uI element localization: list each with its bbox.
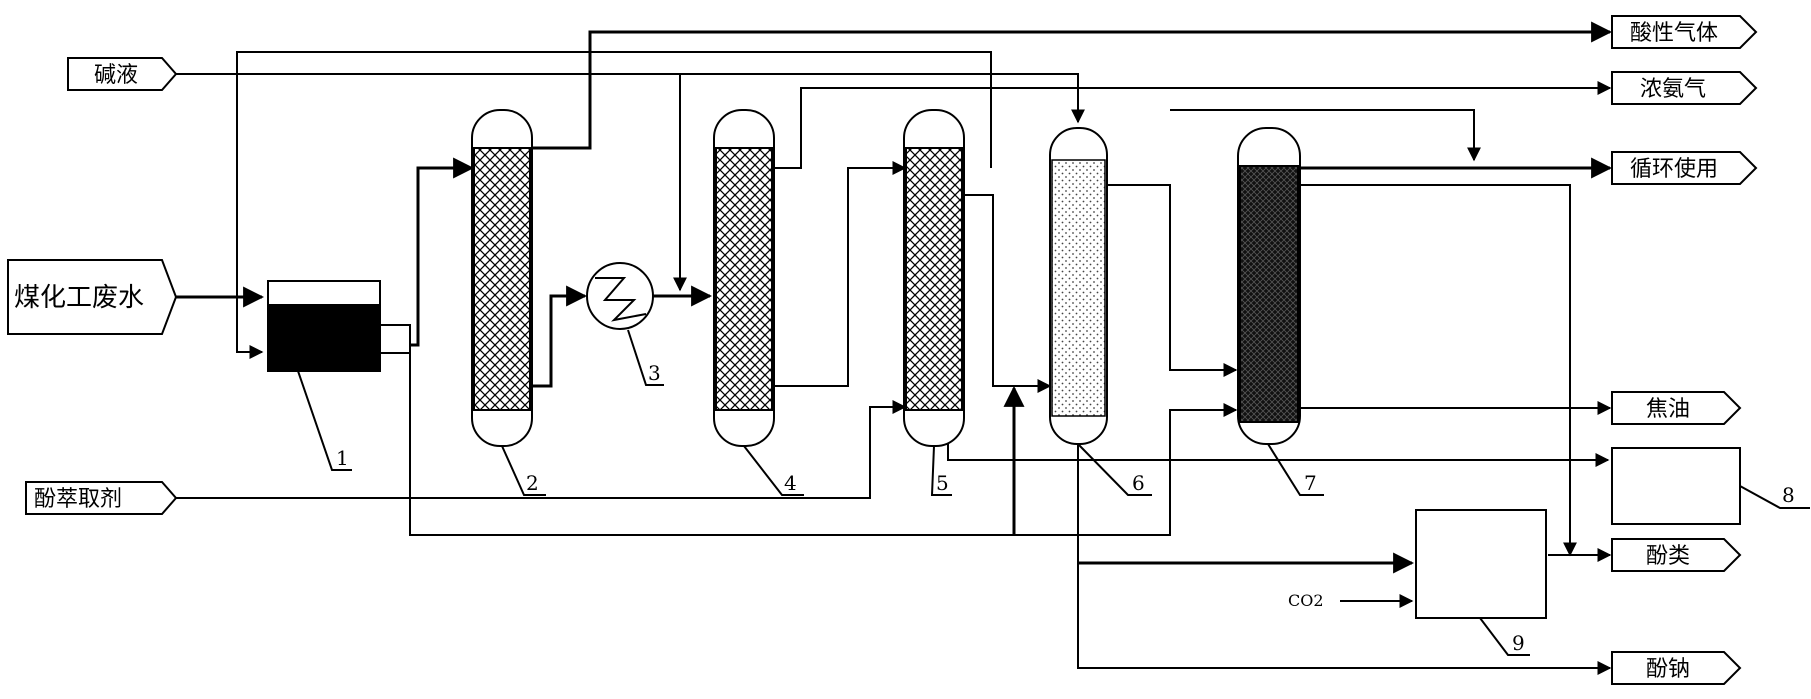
tag-alkali: 碱液 [67, 57, 178, 91]
tank-1 [267, 280, 411, 372]
tag-tar: 焦油 [1611, 391, 1742, 425]
tag-alkali-label: 碱液 [94, 63, 138, 88]
tag-phenols: 酚类 [1611, 538, 1742, 572]
tag-extractant: 酚萃取剂 [25, 481, 178, 515]
unit-number-7: 7 [1304, 471, 1317, 495]
column-6 [1049, 127, 1108, 445]
tag-sodium-phenolate: 酚钠 [1611, 651, 1742, 685]
tag-recycle-label: 循环使用 [1630, 157, 1718, 182]
tag-conc-ammonia-label: 浓氨气 [1640, 77, 1706, 102]
unit-number-4: 4 [784, 471, 797, 495]
tag-extractant-label: 酚萃取剂 [34, 487, 122, 512]
column-2 [471, 109, 533, 447]
column-7 [1237, 127, 1301, 445]
unit-number-6: 6 [1132, 471, 1145, 495]
unit-box-8 [1611, 447, 1741, 525]
tag-wastewater-label: 煤化工废水 [14, 283, 144, 313]
column-4 [713, 109, 775, 447]
tag-tar-label: 焦油 [1646, 397, 1690, 422]
piping [176, 21, 1613, 675]
tag-sodium-phenolate-label: 酚钠 [1646, 657, 1690, 682]
unit-number-2: 2 [526, 471, 539, 495]
unit-number-8: 8 [1782, 483, 1795, 507]
heat-exchanger-3 [586, 262, 654, 330]
tag-conc-ammonia: 浓氨气 [1611, 71, 1758, 105]
column-5 [903, 109, 965, 447]
tag-wastewater: 煤化工废水 [7, 259, 178, 335]
unit-number-3: 3 [648, 361, 661, 385]
unit-number-5: 5 [936, 471, 949, 495]
unit-box-9 [1415, 509, 1547, 619]
unit-number-1: 1 [336, 446, 349, 470]
unit-labels: 1 2 3 4 5 6 7 8 9 [297, 329, 1810, 656]
tag-recycle: 循环使用 [1611, 151, 1758, 185]
tag-phenols-label: 酚类 [1646, 544, 1690, 569]
co2-label: CO2 [1288, 591, 1324, 610]
unit-number-9: 9 [1512, 631, 1525, 655]
tag-acid-gas-label: 酸性气体 [1630, 21, 1718, 46]
tag-acid-gas: 酸性气体 [1611, 15, 1758, 49]
